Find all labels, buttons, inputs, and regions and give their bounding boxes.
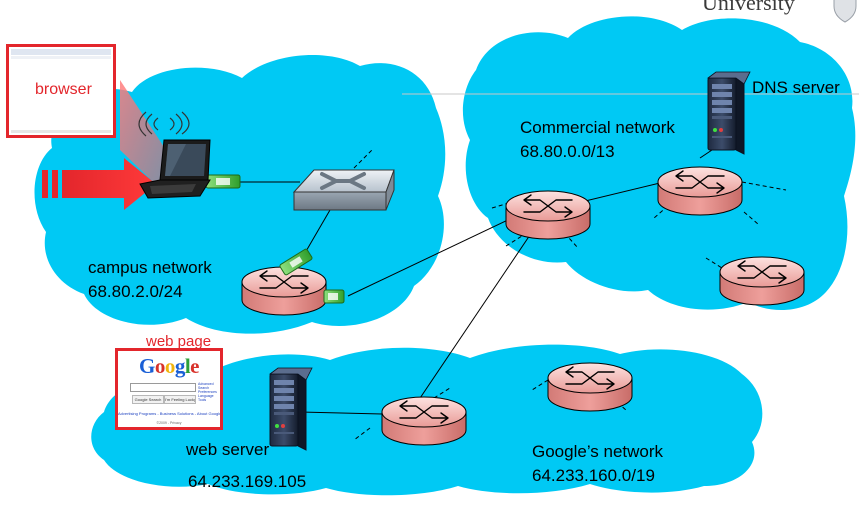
web-page-caption: web page (146, 333, 212, 350)
advanced-search-link: Advanced Search (198, 382, 214, 390)
laptop (139, 139, 211, 199)
google-search-box (130, 383, 196, 392)
interface-plugs (205, 174, 345, 304)
preferences-link: Preferences (198, 390, 217, 394)
browser-window: browser (6, 44, 116, 138)
google-side-links: Advanced Search Preferences Language Too… (198, 382, 220, 402)
google-router-right (547, 362, 633, 412)
google-web-page: Google Google Search I'm Feeling Lucky A… (115, 348, 223, 430)
campus-switch (292, 169, 395, 211)
google-copyright: ©2009 - Privacy (156, 421, 182, 425)
dns-server-icon (707, 71, 751, 155)
link-campus-commercial (347, 217, 513, 297)
browser-status-bar (11, 130, 111, 133)
campus-router (241, 266, 327, 316)
campus-network-subnet: 68.80.2.0/24 (88, 282, 183, 301)
browser-title-bar (11, 49, 111, 55)
browser-toolbar (11, 56, 111, 59)
browser-highlight-glow (120, 80, 166, 194)
google-logo: Google (138, 354, 200, 378)
university-header: University (702, 0, 795, 15)
google-router-left (381, 396, 467, 446)
browser-label: browser (35, 81, 92, 98)
google-network-name: Google’s network (532, 442, 664, 461)
google-footer-links: Advertising Programs - Business Solution… (118, 411, 222, 416)
feeling-lucky-button: I'm Feeling Lucky (164, 395, 196, 404)
google-search-button: Google Search (132, 395, 164, 404)
web-server-ip: 64.233.169.105 (188, 472, 307, 491)
google-network-subnet: 64.233.160.0/19 (532, 466, 655, 485)
web-server-label: web server (186, 440, 270, 459)
wireless-icon (138, 111, 190, 137)
language-tools-link: Language Tools (198, 394, 214, 402)
commercial-router-right (657, 166, 743, 216)
link-router-dns (699, 149, 713, 159)
commercial-network-subnet: 68.80.0.0/13 (520, 142, 615, 161)
commercial-router-left (505, 190, 591, 240)
university-shield-icon (833, 0, 857, 23)
commercial-network-name: Commercial network (520, 118, 675, 137)
red-arrow (42, 158, 156, 210)
link-commercial-google (411, 231, 533, 411)
campus-network-name: campus network (88, 258, 212, 277)
dns-server-label: DNS server (752, 78, 840, 97)
link-webserver-router (299, 411, 385, 415)
commercial-router-bottom (719, 256, 805, 306)
web-server-icon (269, 367, 313, 451)
